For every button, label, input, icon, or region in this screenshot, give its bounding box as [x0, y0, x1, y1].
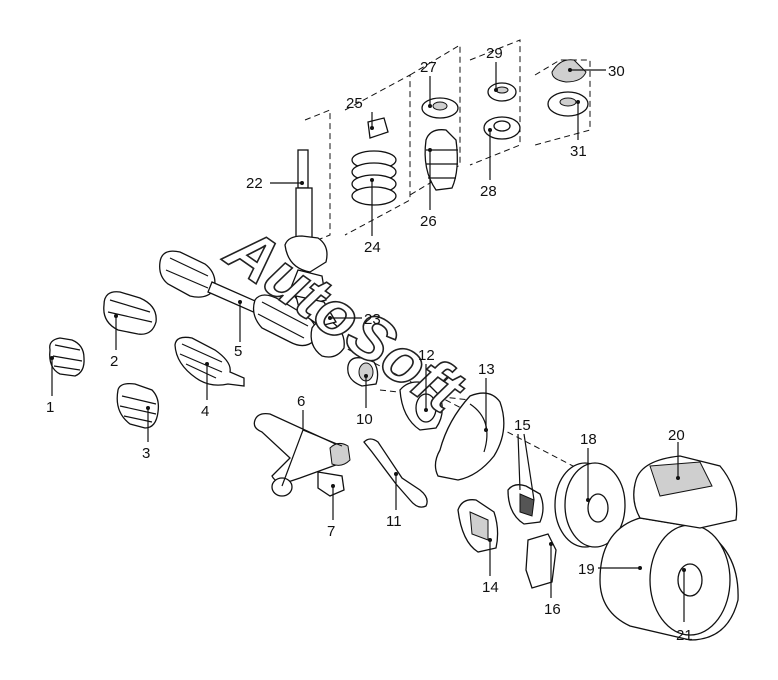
callout-leaders [50, 62, 686, 622]
part-3-boot [116, 382, 160, 429]
part-19-brake-drum [599, 517, 739, 641]
callout-7: 7 [327, 523, 335, 540]
callout-21: 21 [676, 627, 693, 644]
callout-23: 23 [364, 311, 381, 328]
part-10-bushing [347, 357, 379, 387]
callout-1: 1 [46, 399, 54, 416]
part-23-knuckle [295, 295, 338, 327]
part-1-boot [49, 337, 85, 377]
part-31-strut-mount [547, 91, 589, 117]
callout-2: 2 [110, 353, 118, 370]
callout-4: 4 [201, 403, 209, 420]
part-14-caliper-bracket [457, 499, 499, 553]
part-29-bushing [487, 82, 517, 102]
callout-14: 14 [482, 579, 499, 596]
callout-labels: 1 2 3 4 5 6 7 10 11 12 13 14 15 16 18 19… [46, 45, 693, 644]
callout-20: 20 [668, 427, 685, 444]
part-4-joint-boot [174, 336, 245, 387]
part-24-coil-spring [351, 150, 397, 206]
part-20-backing-plate [633, 455, 738, 529]
part-15-caliper [507, 484, 544, 525]
part-6-control-arm [253, 412, 351, 497]
callout-13: 13 [478, 361, 495, 378]
callout-29: 29 [486, 45, 503, 62]
callout-6: 6 [297, 393, 305, 410]
callout-24: 24 [364, 239, 381, 256]
part-26-dust-boot [424, 129, 458, 191]
callout-15: 15 [514, 417, 531, 434]
callout-12: 12 [418, 347, 435, 364]
part-28-washer [483, 116, 521, 140]
callout-3: 3 [142, 445, 150, 462]
callout-30: 30 [608, 63, 625, 80]
callout-19: 19 [578, 561, 595, 578]
part-18-brake-disc [554, 462, 626, 548]
part-5-drive-shaft [159, 250, 345, 358]
callout-11: 11 [386, 513, 402, 530]
callout-31: 31 [570, 143, 587, 160]
watermark-text: AutoSoft [212, 211, 478, 428]
callout-26: 26 [420, 213, 437, 230]
callout-22: 22 [246, 175, 263, 192]
part-16-bracket [525, 533, 557, 589]
callout-28: 28 [480, 183, 497, 200]
part-2-boot [103, 291, 157, 335]
callout-16: 16 [544, 601, 561, 618]
part-27-spring-seat [421, 97, 459, 119]
callout-10: 10 [356, 411, 373, 428]
callout-27: 27 [420, 59, 437, 76]
callout-5: 5 [234, 343, 242, 360]
callout-18: 18 [580, 431, 597, 448]
part-25-bump-stop [367, 117, 389, 139]
callout-25: 25 [346, 95, 363, 112]
